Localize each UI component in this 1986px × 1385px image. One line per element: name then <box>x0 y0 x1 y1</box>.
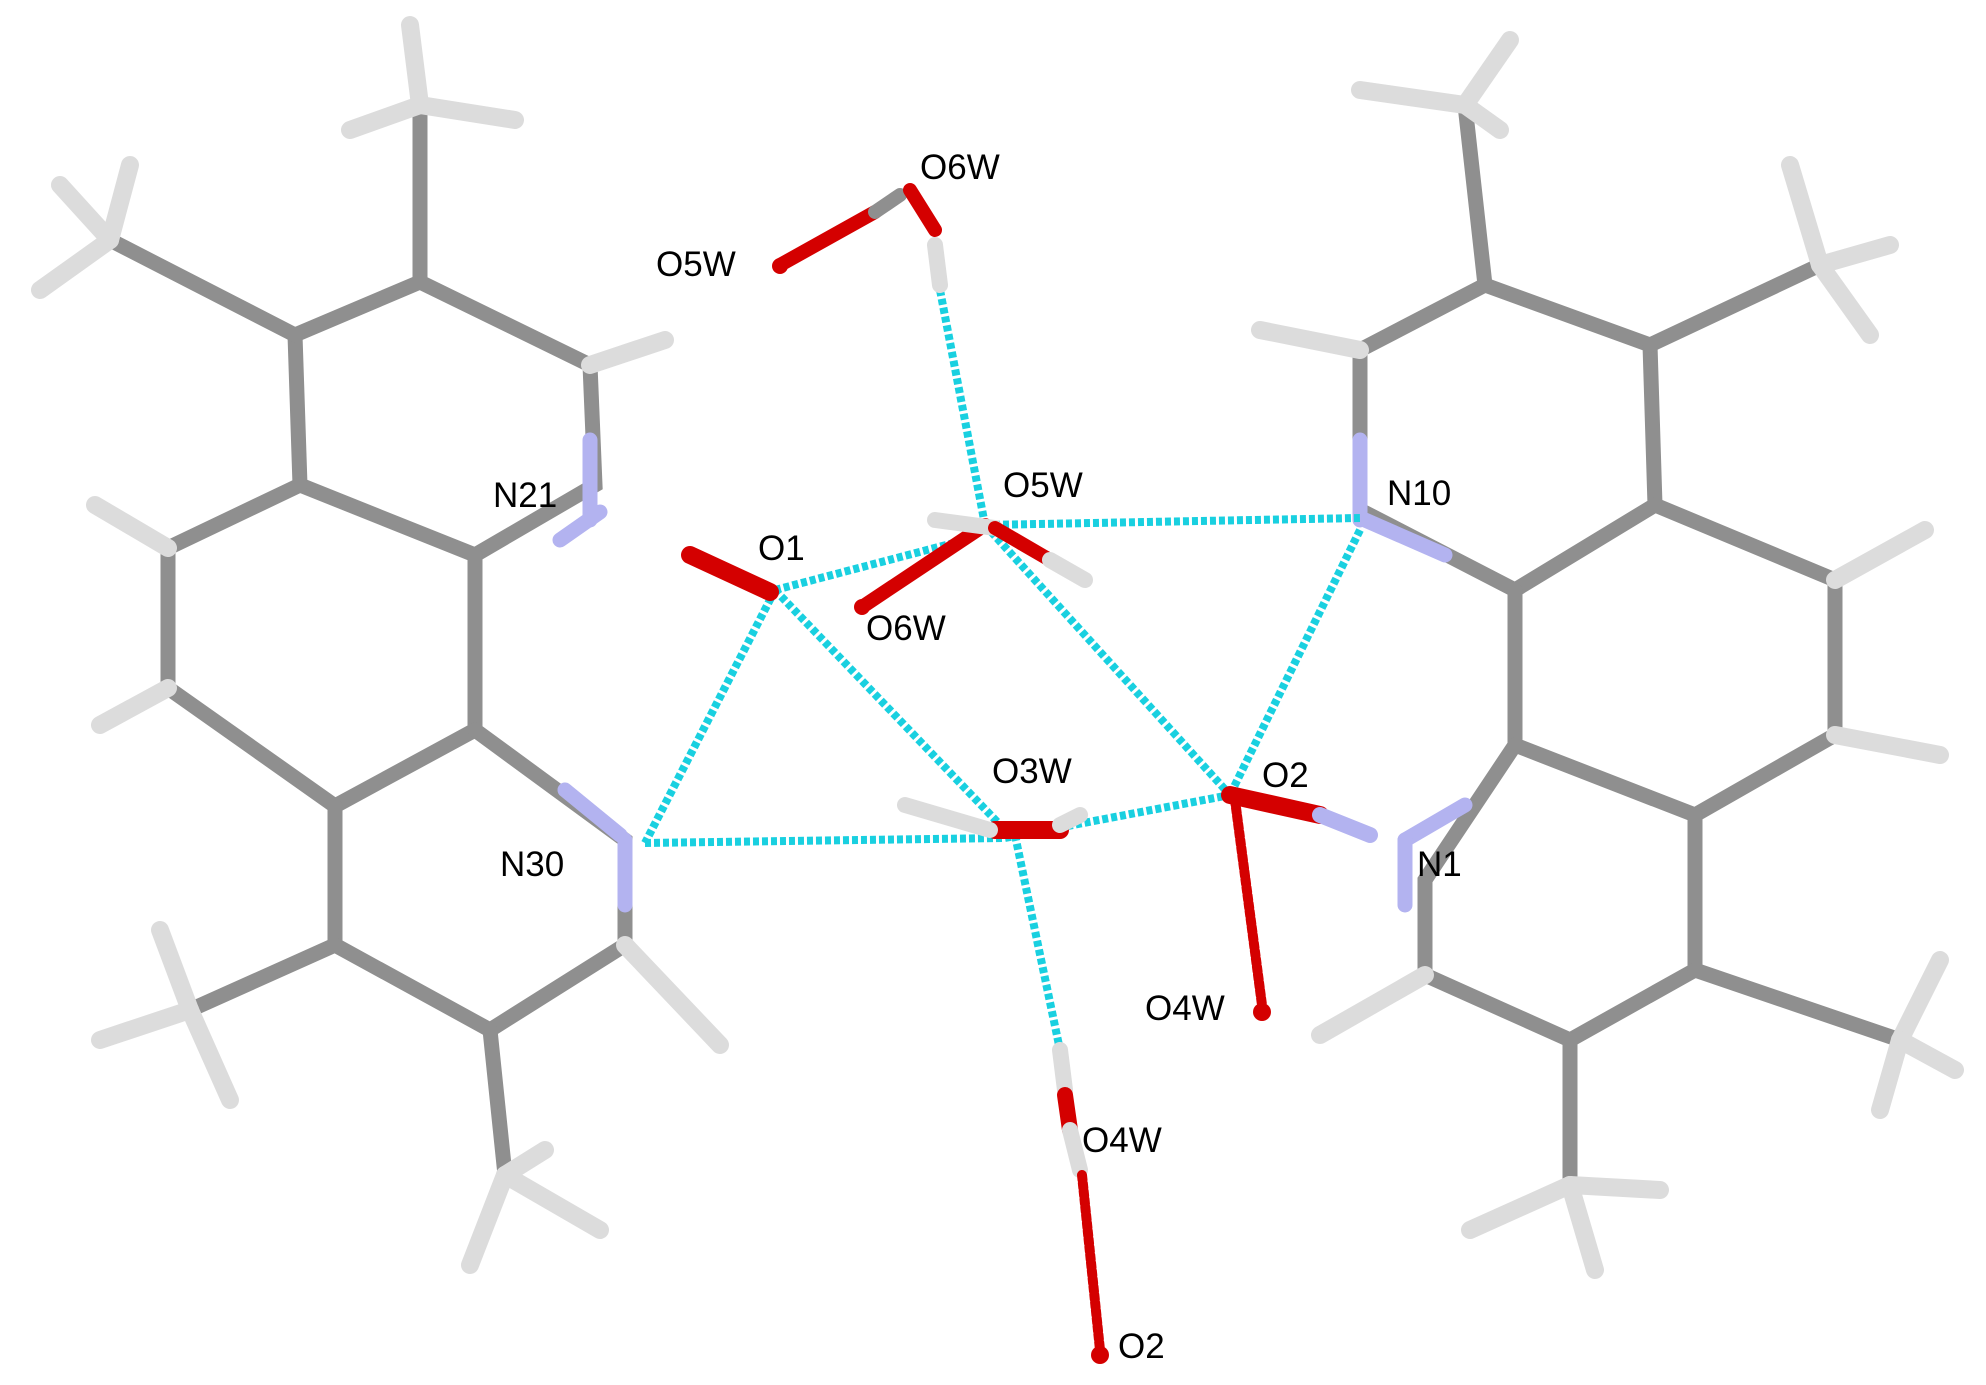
label-o2-bottom: O2 <box>1118 1327 1165 1366</box>
right-molecule-nitrogens <box>1352 432 1473 913</box>
label-n30: N30 <box>500 845 564 884</box>
label-o3w: O3W <box>992 752 1072 791</box>
left-molecule-nitrogens <box>552 432 633 913</box>
label-n1: N1 <box>1417 845 1462 884</box>
label-o6w-top: O6W <box>920 148 1000 187</box>
label-o5w-top: O5W <box>656 245 736 284</box>
label-o1: O1 <box>758 529 805 568</box>
hydrogen-bond-network <box>641 289 1364 1051</box>
label-o4w-bottom: O4W <box>1082 1121 1162 1160</box>
label-o5w-center: O5W <box>1003 466 1083 505</box>
left-molecule-hydrogens <box>31 16 729 1274</box>
water-molecules <box>681 183 1378 1364</box>
label-o6w-center: O6W <box>866 609 946 648</box>
label-n10: N10 <box>1387 474 1451 513</box>
label-o2-center: O2 <box>1262 756 1309 795</box>
atom-labels: N21 O1 O5W O6W O5W O6W N10 O3W O2 N30 N1… <box>493 148 1462 1366</box>
label-n21: N21 <box>493 476 557 515</box>
label-o4w-right: O4W <box>1145 989 1225 1028</box>
right-molecule-hydrogens <box>1251 31 1964 1279</box>
